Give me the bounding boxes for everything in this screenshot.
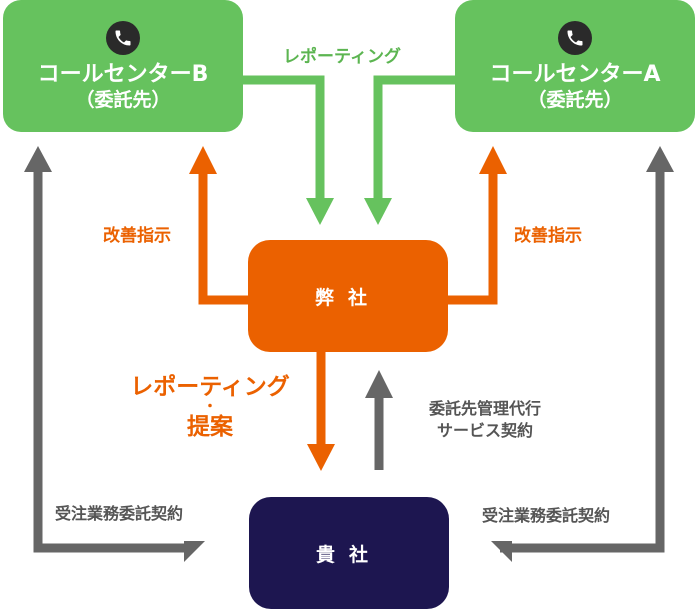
right-contract-arrow [500,170,665,553]
call-center-a-sub: （委託先） [527,88,623,111]
instruction-arrows [198,172,498,305]
call-center-b-box: コールセンターB （委託先） [3,0,243,132]
outsourcing-left-label: 受注業務委託契約 [55,504,184,523]
reporting-proposal-dot: ・ [203,399,217,415]
reporting-proposal-line1: レポーティング [130,374,290,400]
instruction-left-label: 改善指示 [103,226,171,246]
client-label: 貴社 [315,543,382,566]
management-contract-label: 委託先管理代行 サービス契約 [410,398,560,442]
instruction-arrowhead-left [189,146,217,174]
instruction-right-label: 改善指示 [514,226,582,246]
proposal-arrowhead [307,444,335,471]
reporting-proposal-label: レポーティング ・ 提案 [121,373,299,441]
reporting-top-label: レポーティング [283,47,401,67]
phone-icon [106,20,140,55]
instruction-arrow-to-b [198,172,250,305]
outsourcing-right-label: 受注業務委託契約 [482,506,611,525]
reporting-arrowhead-right [364,198,392,225]
instruction-arrow-to-a [448,172,498,305]
reporting-proposal-line2: 提案 [187,414,233,440]
reporting-arrow-from-b [243,75,325,200]
reporting-arrows [243,75,455,200]
reporting-arrowhead-left [306,198,334,225]
right-contract-arrowhead [646,146,674,172]
client-box: 貴社 [249,497,449,609]
management-contract-line2: サービス契約 [436,421,533,440]
reporting-arrow-from-a [373,75,455,200]
phone-icon [558,20,592,55]
our-company-label: 弊社 [314,286,381,309]
left-contract-arrowhead [24,146,52,172]
left-contract-arrow [33,170,190,553]
call-center-a-box: コールセンターA （委託先） [455,0,695,132]
call-center-b-sub: （委託先） [75,88,171,111]
right-contract-tail [491,541,512,562]
management-contract-arrowhead [365,370,393,398]
management-contract-line1: 委託先管理代行 [428,399,541,418]
call-center-b-name: コールセンターB [37,61,209,87]
call-center-a-name: コールセンターA [489,61,661,87]
outsourcing-contract-arrows [33,170,665,553]
left-contract-tail [184,541,205,562]
instruction-arrowhead-right [479,146,507,174]
our-company-box: 弊社 [248,240,448,352]
